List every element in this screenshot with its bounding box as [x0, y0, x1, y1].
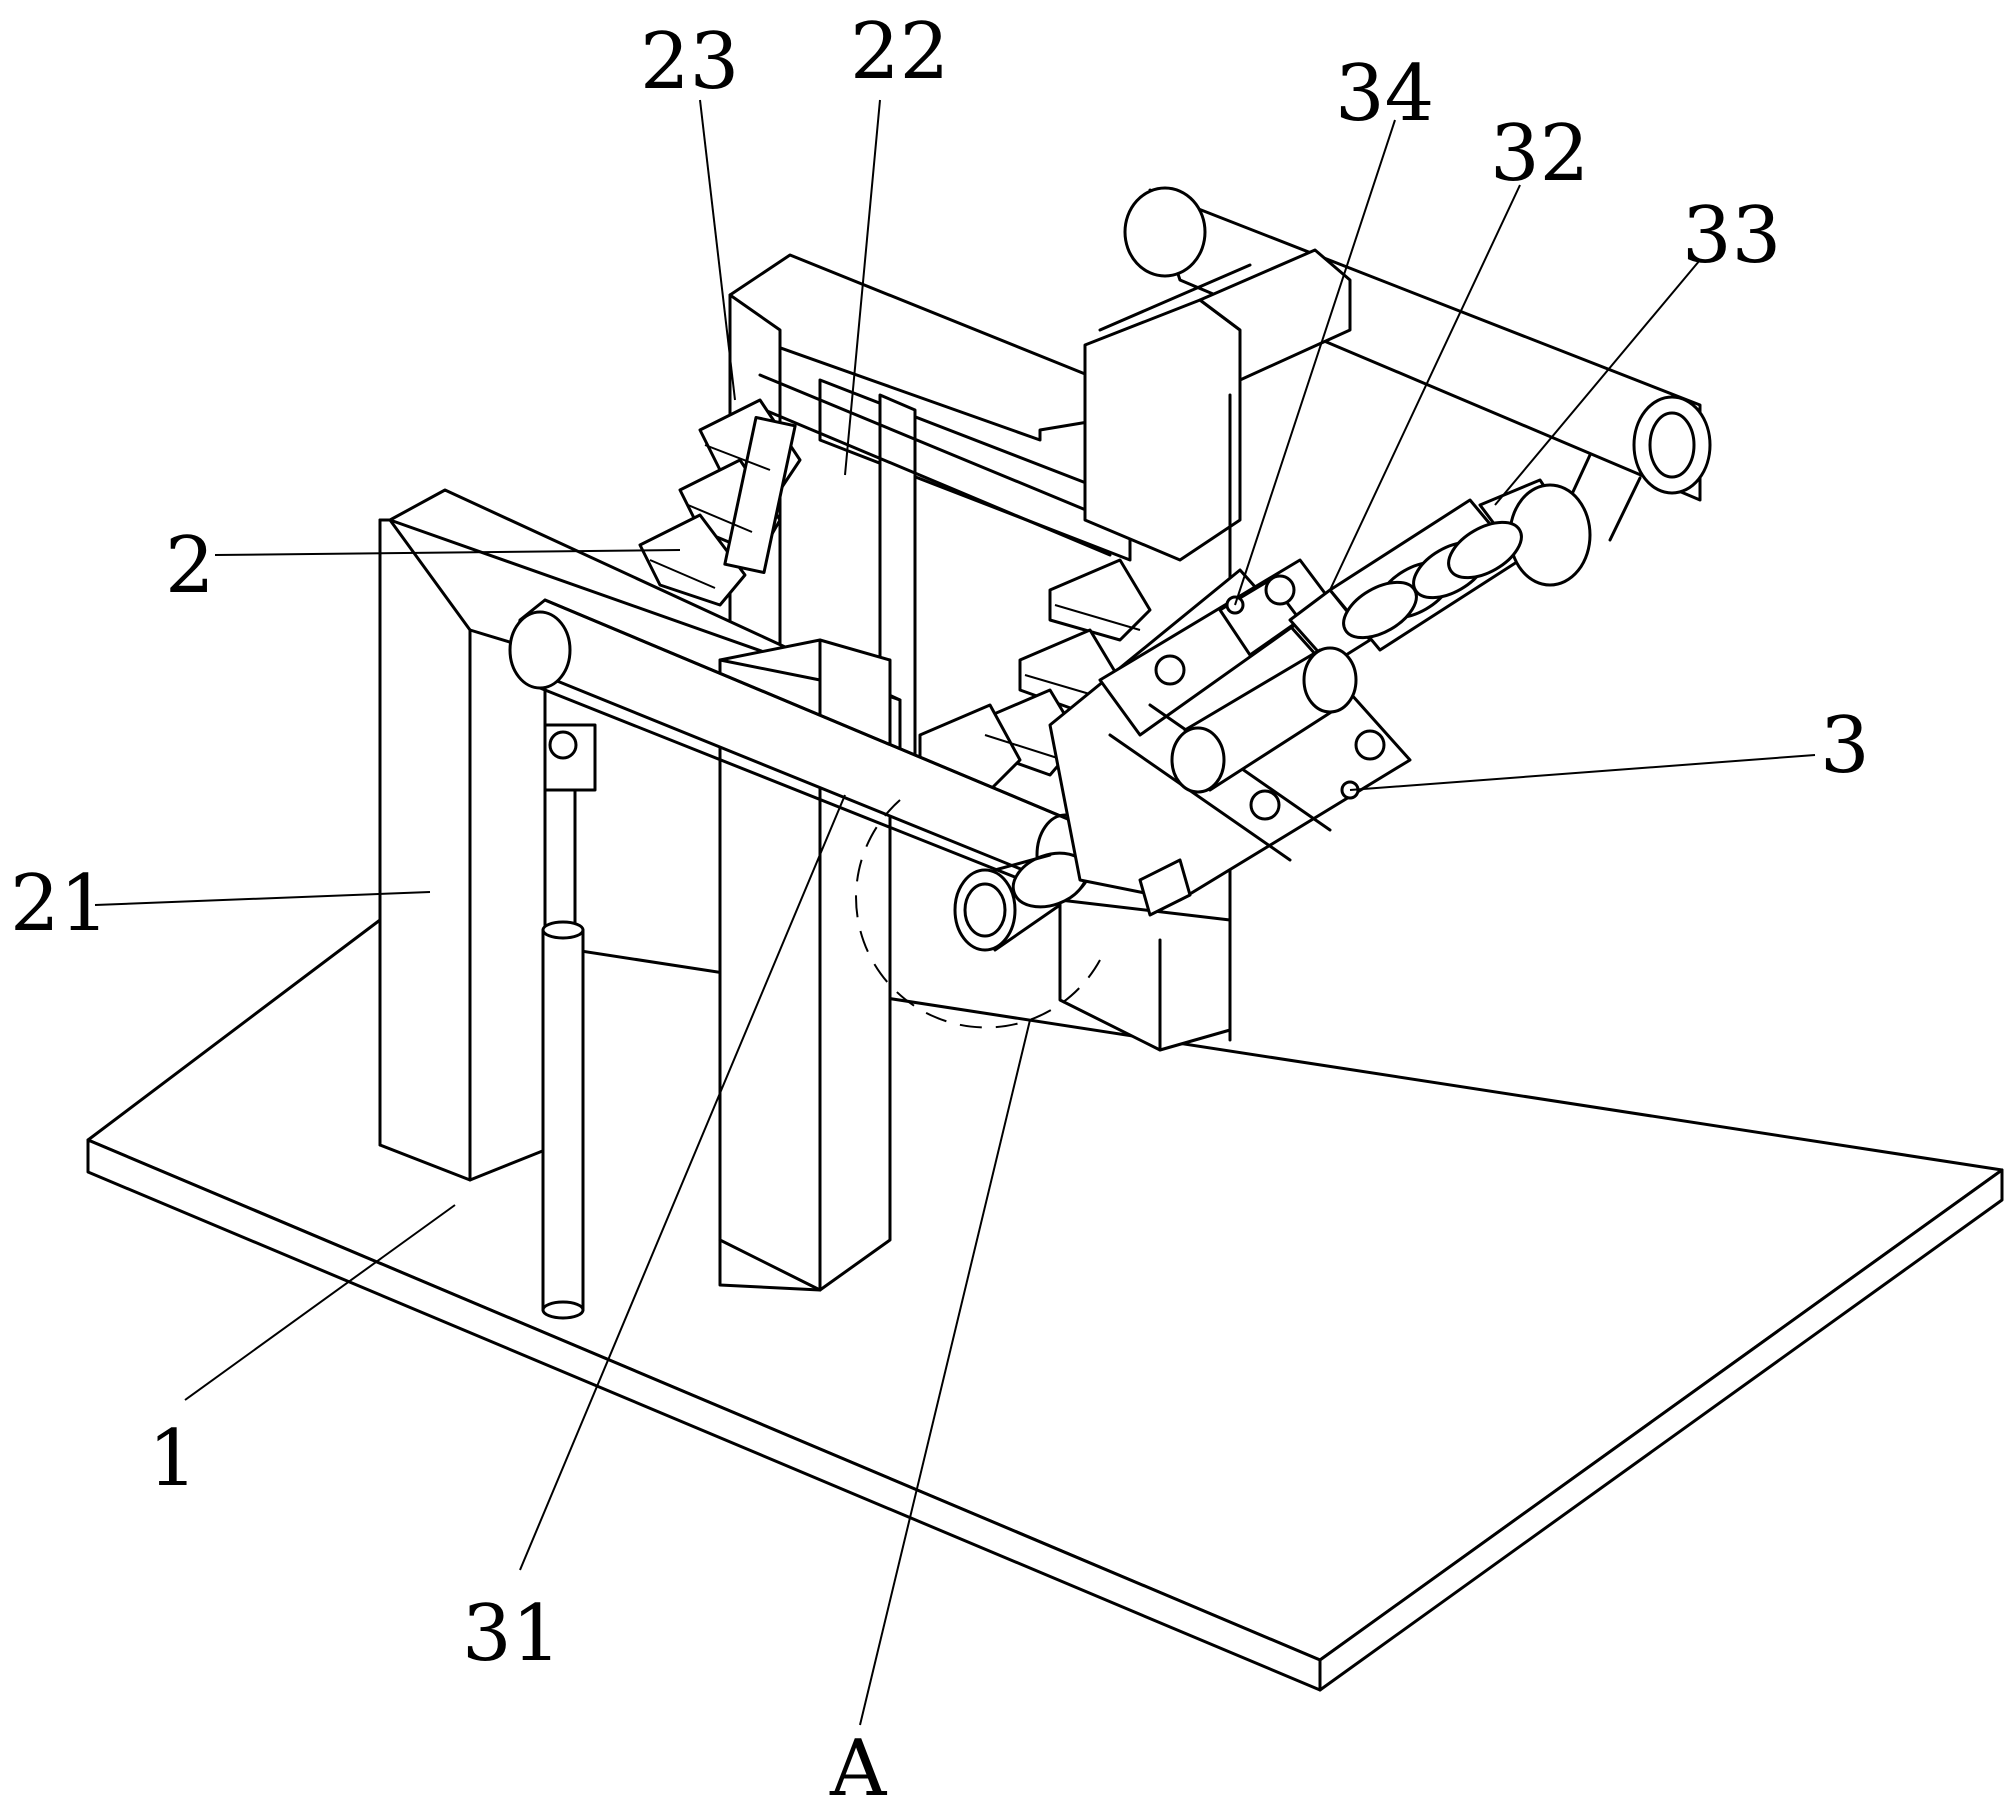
right-upright: [1058, 898, 1232, 1052]
label-33: 33: [1682, 191, 1781, 281]
roller: [1170, 646, 1358, 794]
label-a: A: [829, 1724, 888, 1803]
label-2: 2: [165, 521, 215, 611]
label-3: 3: [1820, 701, 1870, 791]
label-31: 31: [462, 1589, 561, 1679]
leader-lines: [94, 99, 1816, 1726]
label-23: 23: [640, 17, 739, 107]
reference-labels: 23 22 34 32 33 2 3 21 1 31 A: [10, 7, 1870, 1803]
label-1: 1: [148, 1414, 198, 1504]
gas-spring-cylinder: [541, 723, 597, 1320]
label-32: 32: [1490, 109, 1589, 199]
base-plate: [86, 918, 2004, 1692]
label-21: 21: [10, 859, 109, 949]
left-rack-gears: [638, 398, 802, 607]
label-34: 34: [1335, 49, 1434, 139]
label-22: 22: [850, 7, 949, 97]
detail-circle-a: [855, 799, 1101, 1029]
motor: [1328, 478, 1592, 652]
end-knob: [953, 851, 1089, 952]
